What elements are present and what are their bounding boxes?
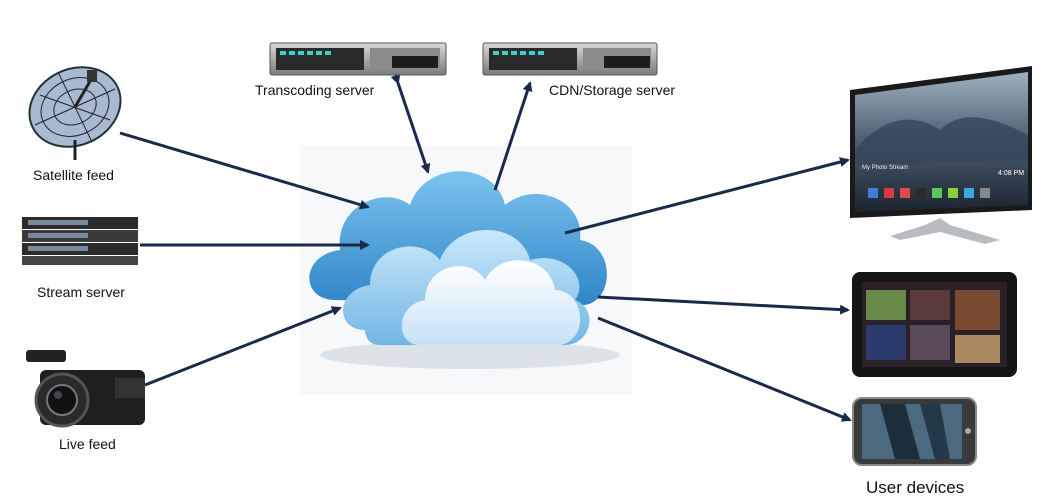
arrow-cloud-to-tablet (597, 295, 850, 315)
arrow-cloud-to-tv (564, 157, 850, 235)
stream-server-label: Stream server (37, 284, 125, 300)
satellite-dish-icon (28, 66, 122, 160)
cloud-icon (309, 171, 620, 369)
live-feed-label: Live feed (59, 436, 116, 452)
tv-stream-title: My Photo Stream (862, 165, 909, 171)
arrow-satellite-to-cloud (119, 131, 370, 210)
arrow-live-to-cloud (144, 306, 342, 387)
cdn-server-icon (482, 42, 658, 76)
transcoding-server-icon (269, 42, 447, 76)
satellite-feed-label: Satellite feed (33, 167, 114, 183)
user-devices-label: User devices (866, 478, 965, 497)
tablet-icon (852, 272, 1017, 377)
video-camera-icon (26, 350, 145, 428)
arrows (119, 73, 852, 422)
arrow-cloud-to-cdn (493, 81, 533, 191)
cdn-server-label: CDN/Storage server (549, 82, 676, 98)
arrow-cloud-to-phone (597, 316, 852, 422)
tv-clock: 4:08 PM (998, 170, 1025, 177)
arrow-cloud-transcoding (390, 73, 431, 174)
television-icon (850, 66, 1032, 244)
stream-server-icon (22, 217, 138, 265)
transcoding-server-label: Transcoding server (255, 82, 375, 98)
smartphone-icon (852, 397, 977, 466)
